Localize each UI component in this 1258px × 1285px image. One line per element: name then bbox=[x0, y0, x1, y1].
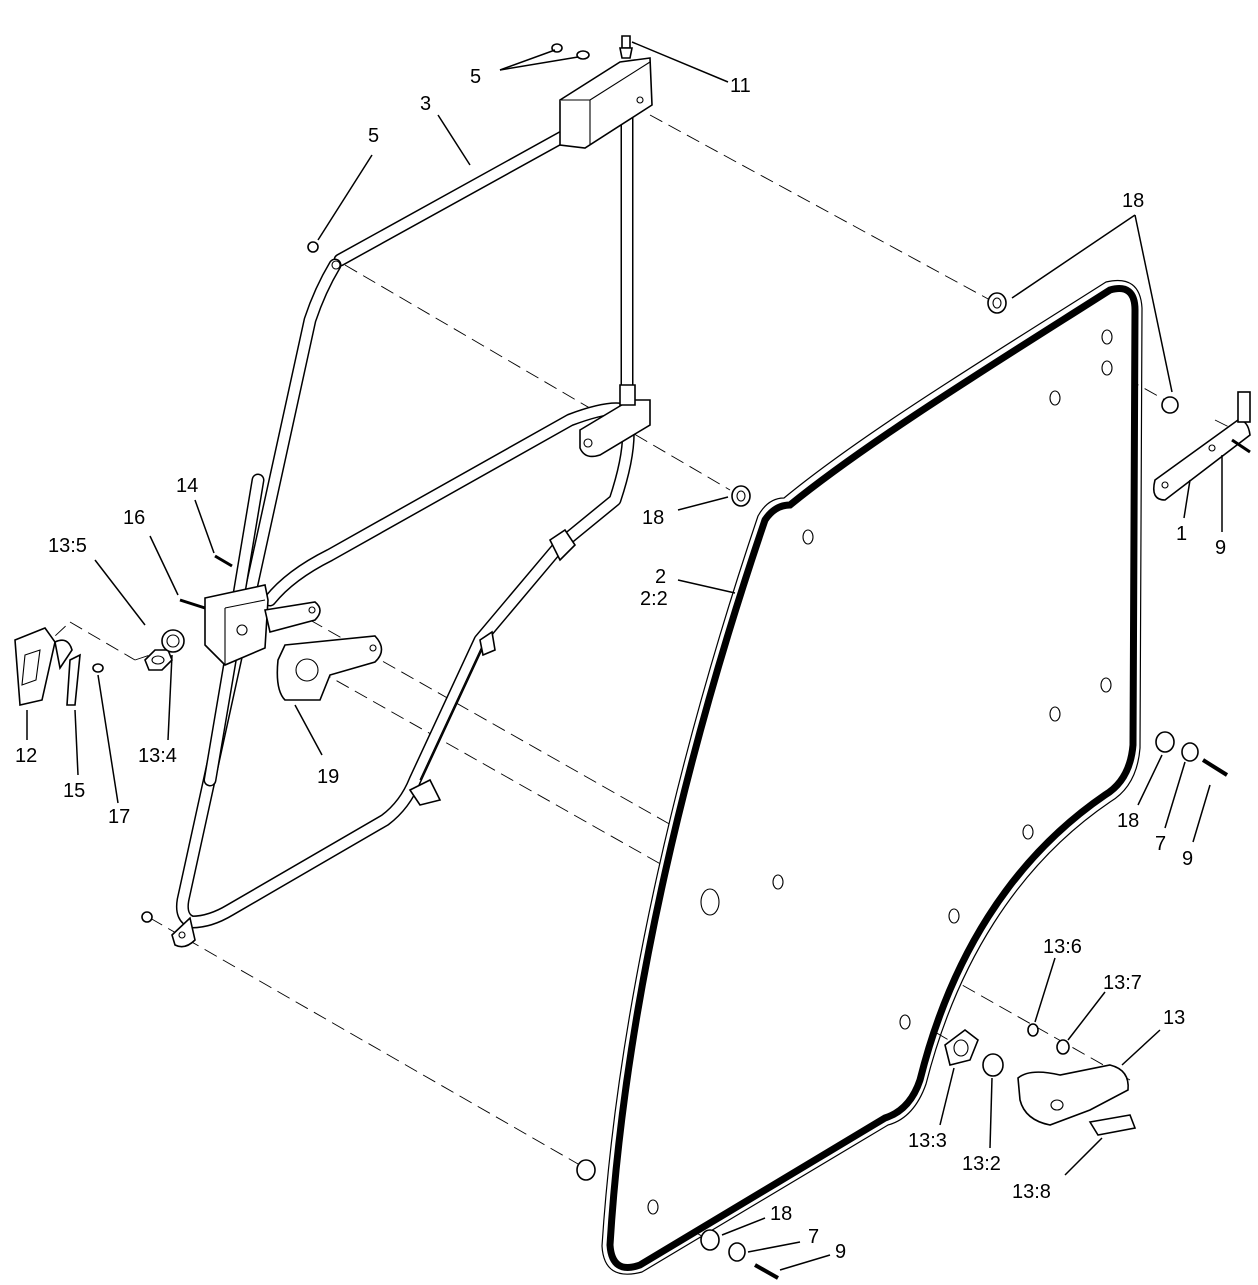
lower-hinge-bracket bbox=[179, 554, 321, 666]
callout-label: 9 bbox=[1182, 848, 1193, 870]
callout-label: 15 bbox=[63, 780, 85, 802]
callout-label: 18 bbox=[1117, 810, 1139, 832]
callout-label: 19 bbox=[317, 766, 339, 788]
panel-hole bbox=[948, 908, 960, 924]
callout-label: 1 bbox=[1176, 523, 1187, 545]
panel-hole bbox=[1049, 390, 1061, 406]
top-hinge-block bbox=[307, 35, 653, 253]
spacers-washers-bolts bbox=[576, 292, 1229, 1280]
panel-hole bbox=[1049, 706, 1061, 722]
callout-label: 14 bbox=[176, 475, 198, 497]
callout-label: 18 bbox=[1122, 190, 1144, 212]
plate-19 bbox=[276, 635, 383, 701]
callout-label: 11 bbox=[730, 75, 751, 97]
callout-label: 13:6 bbox=[1043, 936, 1082, 958]
panel-hole bbox=[802, 529, 814, 545]
latch-assembly bbox=[14, 627, 104, 706]
callout-label: 13:2 bbox=[962, 1153, 1001, 1175]
callout-labels: 5 11 3 5 18 14 16 13:5 18 2 2:2 1 9 12 1… bbox=[15, 66, 1226, 1263]
nut-and-washer bbox=[144, 629, 185, 671]
panel-hole bbox=[1022, 824, 1034, 840]
handle-assembly-13 bbox=[944, 1023, 1137, 1136]
panel-hole bbox=[1101, 329, 1113, 345]
door-frame bbox=[175, 103, 635, 929]
panel-hole bbox=[647, 1199, 659, 1215]
middle-bracket bbox=[579, 384, 651, 458]
callout-label: 17 bbox=[108, 806, 130, 828]
callout-label: 5 bbox=[368, 125, 379, 147]
callout-label: 9 bbox=[1215, 537, 1226, 559]
callout-label: 13:7 bbox=[1103, 972, 1142, 994]
callout-label: 13 bbox=[1163, 1007, 1185, 1029]
callout-label: 2:2 bbox=[640, 588, 668, 610]
callout-label: 2 bbox=[655, 566, 666, 588]
callout-label: 3 bbox=[420, 93, 431, 115]
tube-tabs bbox=[141, 260, 577, 948]
panel-hole bbox=[772, 874, 784, 890]
panel-hole bbox=[899, 1014, 911, 1030]
callout-label: 13:3 bbox=[908, 1130, 947, 1152]
callout-label: 13:8 bbox=[1012, 1181, 1051, 1203]
callout-label: 13:5 bbox=[48, 535, 87, 557]
leader-lines bbox=[26, 41, 1223, 1271]
panel-hole bbox=[700, 888, 720, 916]
panel-hole bbox=[1101, 360, 1113, 376]
callout-label: 16 bbox=[123, 507, 145, 529]
callout-label: 12 bbox=[15, 745, 37, 767]
callout-label: 18 bbox=[770, 1203, 792, 1225]
hinge-strap-1 bbox=[1152, 391, 1251, 501]
callout-label: 7 bbox=[1155, 833, 1166, 855]
panel-hole bbox=[1100, 677, 1112, 693]
callout-label: 7 bbox=[808, 1226, 819, 1248]
callout-label: 13:4 bbox=[138, 745, 177, 767]
callout-label: 18 bbox=[642, 507, 664, 529]
callout-label: 9 bbox=[835, 1241, 846, 1263]
callout-label: 5 bbox=[470, 66, 481, 88]
glass-panel bbox=[601, 280, 1143, 1275]
